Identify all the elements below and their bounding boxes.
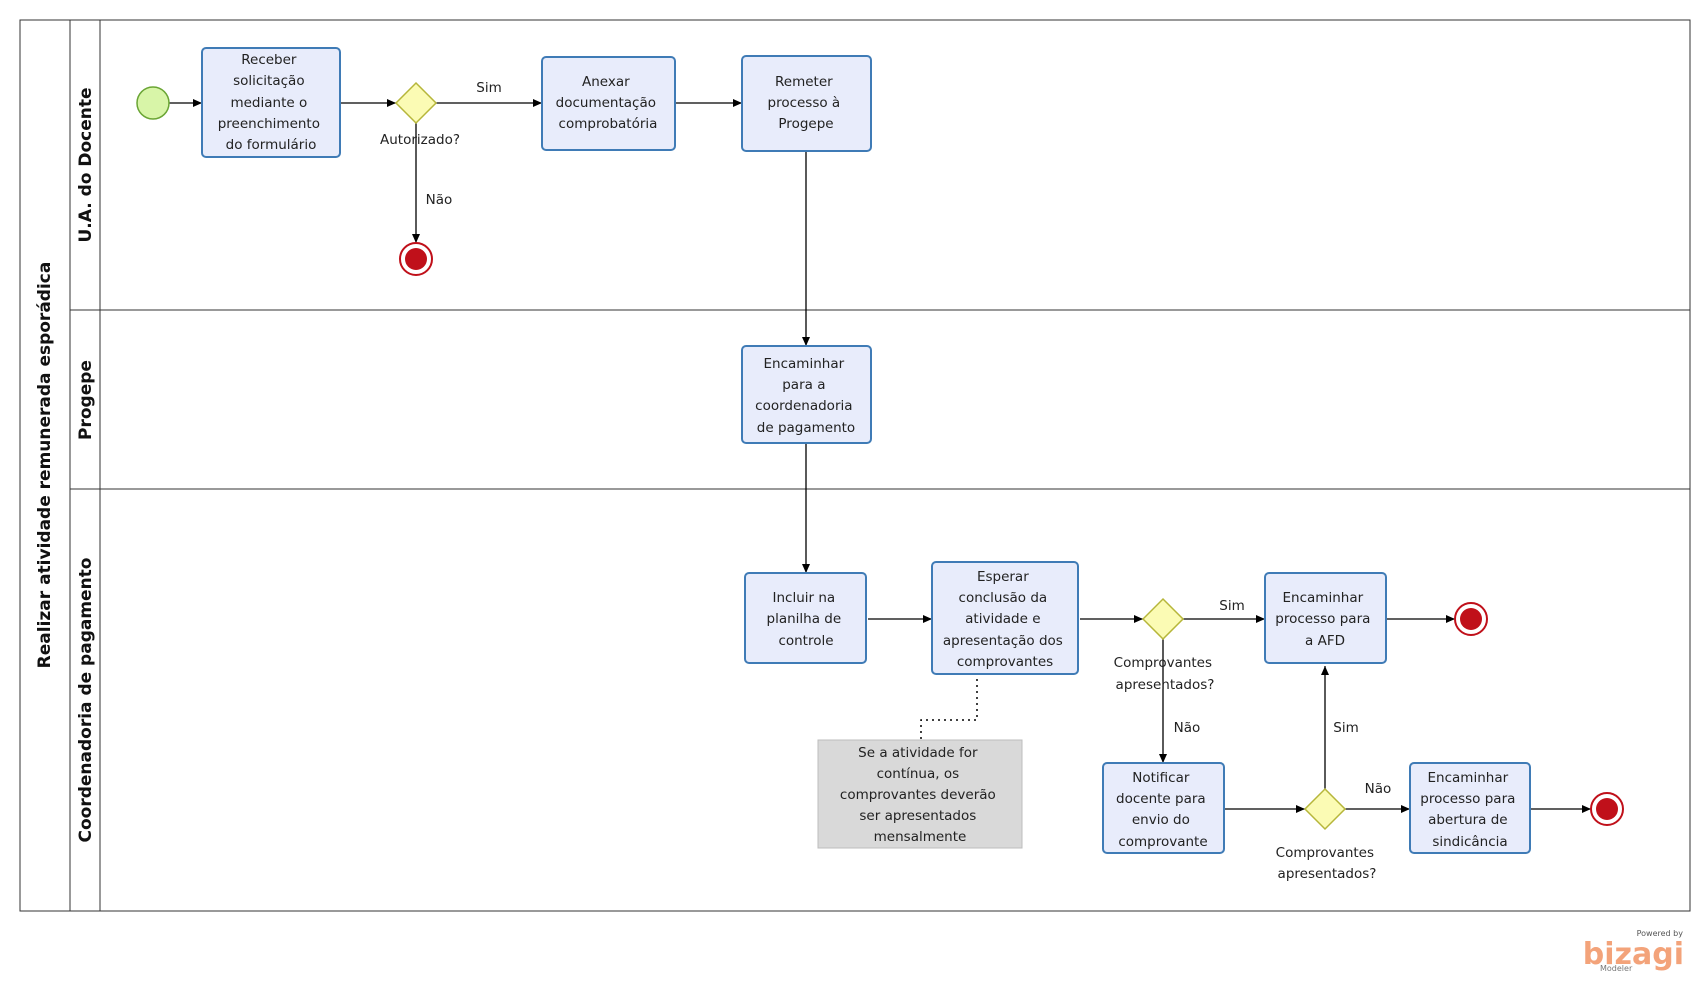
gateway-label-comprovantes-2: Comprovantes apresentados? bbox=[1276, 845, 1379, 882]
task-text-line: abertura de bbox=[1428, 812, 1508, 828]
task-text-line: Notificar bbox=[1132, 770, 1190, 786]
flow-label-sim-gw2: Sim bbox=[1333, 720, 1358, 736]
task-text-line: coordenadoria bbox=[755, 398, 852, 414]
task-text-line: envio do bbox=[1132, 812, 1190, 828]
brand-name-text: bizagi bbox=[1583, 937, 1684, 972]
svg-text:Se a atividade for contí: Se a atividade for contínua, os comprova… bbox=[840, 745, 1000, 845]
flow-label-nao-sindicancia: Não bbox=[1365, 781, 1392, 797]
lane-title-coordenadoria: Coordenadoria de pagamento bbox=[76, 558, 96, 843]
annotation-line: mensalmente bbox=[874, 829, 967, 845]
annotation-line: Se a atividade for bbox=[858, 745, 978, 761]
task-text-line: comprovantes bbox=[957, 654, 1053, 670]
task-text-line: Esperar bbox=[977, 569, 1029, 585]
end-event-2[interactable] bbox=[1454, 602, 1488, 636]
task-text-line: conclusão da bbox=[959, 590, 1048, 606]
lane-title-docente: U.A. do Docente bbox=[76, 87, 96, 242]
svg-text:Esperar conclusão da: Esperar conclusão da atividade e apresen… bbox=[943, 569, 1067, 670]
task-text-line: Encaminhar bbox=[764, 356, 845, 372]
gateway-label-comprovantes-1: Comprovantes apresentados? bbox=[1114, 655, 1217, 693]
svg-text:Encaminhar processo para: Encaminhar processo para a AFD bbox=[1275, 590, 1374, 649]
task-text-line: Incluir na bbox=[773, 590, 836, 606]
svg-text:Remeter processo à: Remeter processo à Progepe bbox=[768, 74, 845, 132]
lane-progepe: Progepe bbox=[76, 360, 96, 440]
task-incluir-planilha[interactable]: Incluir na planilha de controle bbox=[744, 572, 867, 664]
task-text-line: sindicância bbox=[1432, 834, 1507, 850]
task-text-line: para a bbox=[782, 377, 825, 393]
flow-label-sim-afd: Sim bbox=[1219, 598, 1244, 614]
annotation-line: contínua, os bbox=[877, 766, 960, 782]
task-remeter-processo[interactable]: Remeter processo à Progepe bbox=[741, 55, 872, 152]
lane-docente: U.A. do Docente bbox=[76, 87, 96, 242]
svg-text:Encaminhar processo para: Encaminhar processo para abertura de sin… bbox=[1420, 770, 1519, 850]
task-text-line: comprovante bbox=[1118, 834, 1207, 850]
task-text-line: mediante o bbox=[230, 95, 307, 111]
annotation-line: comprovantes deverão bbox=[840, 787, 996, 803]
task-text-line: preenchimento bbox=[218, 116, 320, 132]
task-text-line: do formulário bbox=[226, 137, 317, 153]
task-text-line: docente para bbox=[1116, 791, 1206, 807]
flow-label-nao-end1: Não bbox=[426, 192, 453, 208]
svg-text:Encaminhar para a: Encaminhar para a coordenadoria de pagam… bbox=[755, 356, 857, 436]
task-text-line: Progepe bbox=[778, 116, 833, 132]
flow-label-sim-anexar: Sim bbox=[476, 80, 501, 96]
flow-label-nao-notificar: Não bbox=[1174, 720, 1201, 736]
task-text-line: Encaminhar bbox=[1283, 590, 1364, 606]
task-text-line: atividade e bbox=[965, 611, 1040, 627]
svg-text:Anexar documentação: Anexar documentação comprobatória bbox=[556, 74, 661, 132]
task-encaminhar-sindicancia[interactable]: Encaminhar processo para abertura de sin… bbox=[1409, 762, 1531, 854]
lane-coordenadoria: Coordenadoria de pagamento bbox=[76, 558, 96, 843]
svg-text:Notificar docente para: Notificar docente para envio do comprova… bbox=[1116, 770, 1210, 850]
gateway-comprovantes-2[interactable] bbox=[1303, 787, 1347, 831]
task-text-line: planilha de bbox=[767, 611, 842, 627]
task-text-line: apresentação dos bbox=[943, 633, 1063, 649]
task-encaminhar-afd[interactable]: Encaminhar processo para a AFD bbox=[1264, 572, 1387, 664]
task-text-line: solicitação bbox=[233, 73, 305, 89]
task-text-line: de pagamento bbox=[757, 420, 855, 436]
start-event[interactable] bbox=[136, 86, 170, 120]
end-event-1[interactable] bbox=[399, 242, 433, 276]
brand-powered-text: Powered by bbox=[1637, 929, 1684, 938]
task-encaminhar-coordenadoria[interactable]: Encaminhar para a coordenadoria de pagam… bbox=[741, 345, 872, 444]
svg-text:Incluir na planilha de: Incluir na planilha de controle bbox=[767, 590, 846, 649]
task-text-line: processo para bbox=[1275, 611, 1370, 627]
sequence-flows bbox=[169, 99, 1591, 813]
task-receber-solicitacao[interactable]: Receber solicitação mediante o preenchim… bbox=[201, 47, 341, 158]
task-text-line: processo à bbox=[768, 95, 841, 111]
brand-sub-text: Modeler bbox=[1600, 964, 1633, 973]
task-text-line: comprobatória bbox=[559, 116, 658, 132]
text-annotation[interactable]: Se a atividade for contínua, os comprova… bbox=[817, 739, 1023, 849]
svg-text:Receber solicitação: Receber solicitação mediante o preenchim… bbox=[218, 52, 325, 153]
task-text-line: Anexar bbox=[582, 74, 630, 90]
gateway-autorizado[interactable] bbox=[394, 81, 438, 125]
annotation-line: ser apresentados bbox=[859, 808, 976, 824]
gateway-label-autorizado: Autorizado? bbox=[380, 132, 460, 148]
task-text-line: controle bbox=[778, 633, 833, 649]
task-text-line: Remeter bbox=[775, 74, 833, 90]
bizagi-logo: Powered by bizagi Modeler bbox=[1583, 929, 1684, 973]
task-text-line: a AFD bbox=[1305, 633, 1345, 649]
end-event-3[interactable] bbox=[1590, 792, 1624, 826]
task-text-line: Receber bbox=[241, 52, 297, 68]
task-esperar-conclusao[interactable]: Esperar conclusão da atividade e apresen… bbox=[931, 561, 1079, 675]
task-text-line: documentação bbox=[556, 95, 656, 111]
task-text-line: Encaminhar bbox=[1428, 770, 1509, 786]
task-notificar-docente[interactable]: Notificar docente para envio do comprova… bbox=[1102, 762, 1225, 854]
gateway-comprovantes-1[interactable] bbox=[1141, 597, 1185, 641]
task-anexar-documentacao[interactable]: Anexar documentação comprobatória bbox=[541, 56, 676, 151]
pool-title: Realizar atividade remunerada esporádica bbox=[35, 262, 55, 669]
task-text-line: processo para bbox=[1420, 791, 1515, 807]
lane-title-progepe: Progepe bbox=[76, 360, 96, 440]
